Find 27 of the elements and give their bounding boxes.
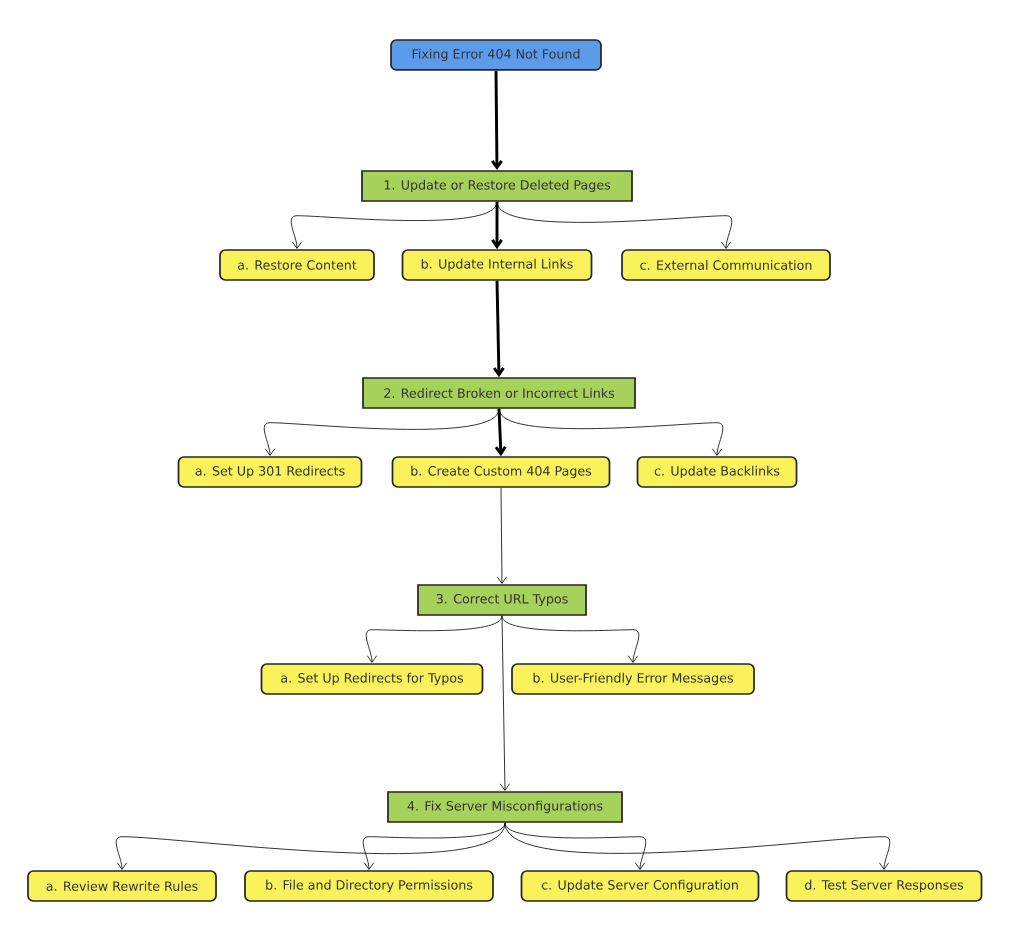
substep-box: b. File and Directory Permissions <box>244 870 494 902</box>
step-box: 2. Redirect Broken or Incorrect Links <box>362 377 636 409</box>
substep-box: a. Restore Content <box>219 249 375 281</box>
step-box: 3. Correct URL Typos <box>417 584 587 616</box>
arrow <box>498 408 724 456</box>
arrow <box>496 201 733 249</box>
substep-box: a. Review Rewrite Rules <box>27 870 217 902</box>
substep-box: c. Update Backlinks <box>636 456 798 488</box>
substep-box: b. Update Internal Links <box>401 249 593 281</box>
title-box: Fixing Error 404 Not Found <box>390 39 602 71</box>
arrow <box>491 70 503 171</box>
substep-box: c. Update Server Configuration <box>520 870 760 902</box>
substep-box: b. User-Friendly Error Messages <box>511 663 755 695</box>
arrow <box>496 487 507 584</box>
substep-box: a. Set Up 301 Redirects <box>177 456 363 488</box>
arrow <box>491 201 503 250</box>
substep-box: a. Set Up Redirects for Typos <box>260 663 484 695</box>
arrow <box>494 408 507 457</box>
arrow <box>499 615 510 791</box>
arrow <box>492 280 505 378</box>
substep-box: d. Test Server Responses <box>785 870 983 902</box>
arrow <box>362 822 506 870</box>
substep-box: c. External Communication <box>621 249 831 281</box>
substep-box: b. Create Custom 404 Pages <box>391 456 611 488</box>
arrow <box>504 822 891 870</box>
step-box: 1. Update or Restore Deleted Pages <box>361 170 633 202</box>
step-box: 4. Fix Server Misconfigurations <box>387 791 623 823</box>
